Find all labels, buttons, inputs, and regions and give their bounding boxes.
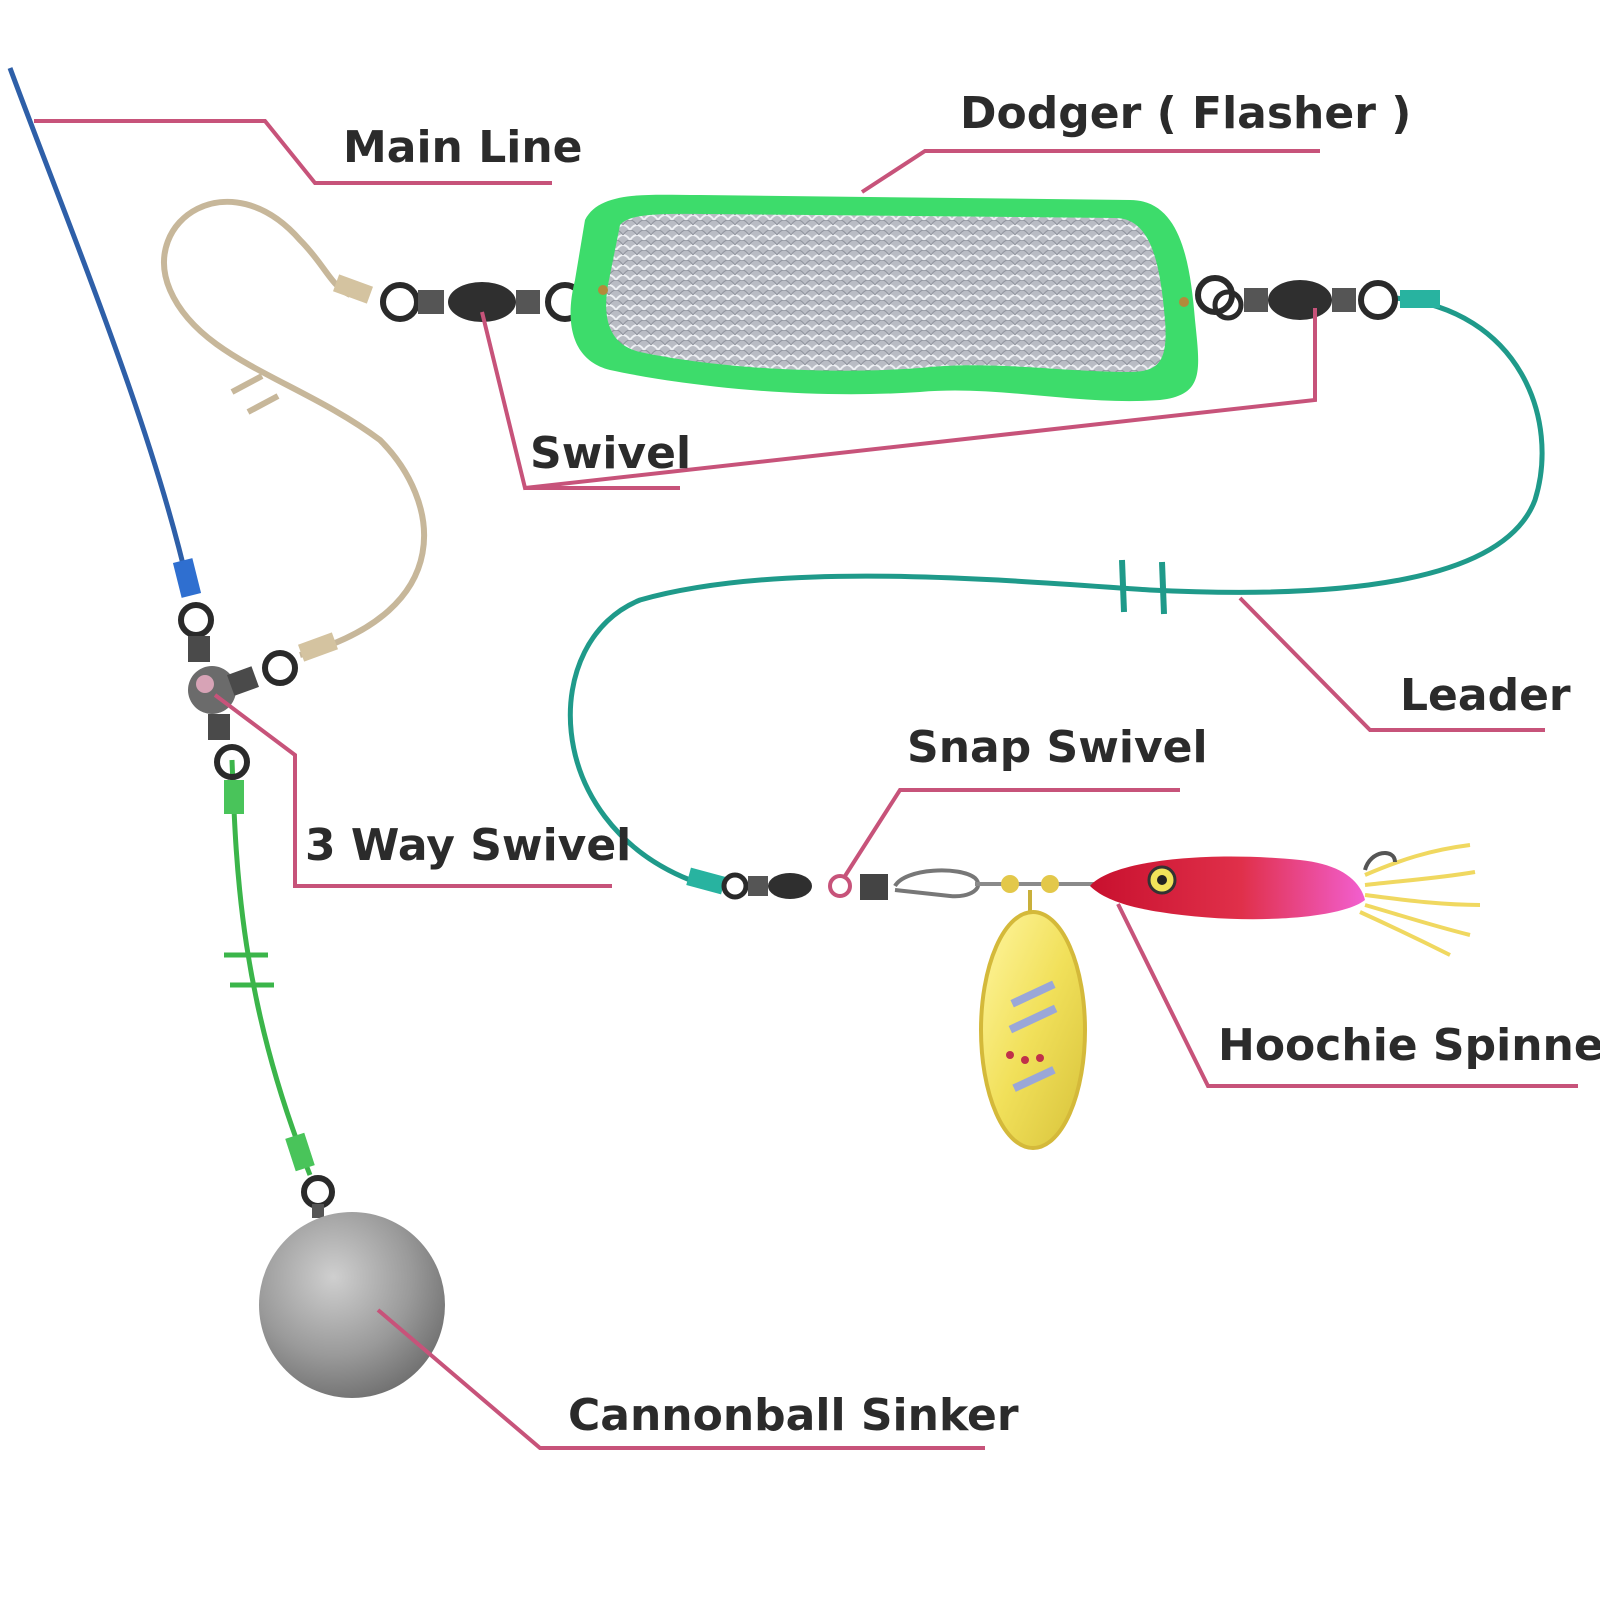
tan-crimp-top: [333, 274, 373, 304]
leader-crimp-bottom: [686, 867, 726, 895]
tan-crimp-bottom: [298, 632, 338, 662]
dropper-crimp-bottom: [285, 1132, 315, 1172]
label-snap-swivel: Snap Swivel: [907, 722, 1208, 773]
callout-lines: [34, 119, 1578, 1450]
label-three-way-swivel: 3 Way Swivel: [305, 820, 631, 871]
main-line: [7, 67, 191, 586]
three-way-swivel: [178, 602, 298, 780]
main-line-crimp: [172, 558, 202, 598]
cannonball-sinker: [259, 1175, 445, 1398]
dodger-flasher: [570, 194, 1199, 402]
dodger-right-swivel: [1195, 275, 1398, 321]
label-leader: Leader: [1400, 670, 1571, 721]
dropper-line-break: [224, 952, 274, 988]
label-cannonball-sinker: Cannonball Sinker: [568, 1390, 1019, 1441]
callout-leader: [1238, 596, 1545, 732]
callout-main-line: [34, 119, 552, 185]
callout-hoochie-spinner: [1116, 903, 1578, 1088]
callout-three-way-swivel: [213, 693, 612, 888]
label-main-line: Main Line: [343, 122, 583, 173]
leader-line-break: [1119, 559, 1167, 615]
callout-swivel: [480, 308, 1317, 491]
leader-line: [567, 295, 1545, 883]
snap-swivel: [721, 868, 1100, 900]
callout-dodger: [860, 149, 1320, 194]
dodger-left-swivel: [380, 282, 585, 322]
hoochie-lure: [1090, 843, 1481, 957]
label-swivel: Swivel: [530, 428, 691, 479]
label-hoochie-spinner: Hoochie Spinner: [1218, 1020, 1600, 1071]
callout-cannonball-sinker: [376, 1308, 985, 1450]
spinner-blade: [979, 875, 1087, 1150]
callout-snap-swivel: [843, 788, 1180, 878]
tan-line-break: [230, 373, 280, 415]
tan-dropper-line: [161, 198, 427, 658]
dropper-crimp-top: [224, 780, 244, 814]
sinker-dropper-line: [229, 759, 313, 1176]
leader-crimp-top: [1400, 290, 1440, 308]
label-dodger: Dodger ( Flasher ): [960, 88, 1411, 139]
